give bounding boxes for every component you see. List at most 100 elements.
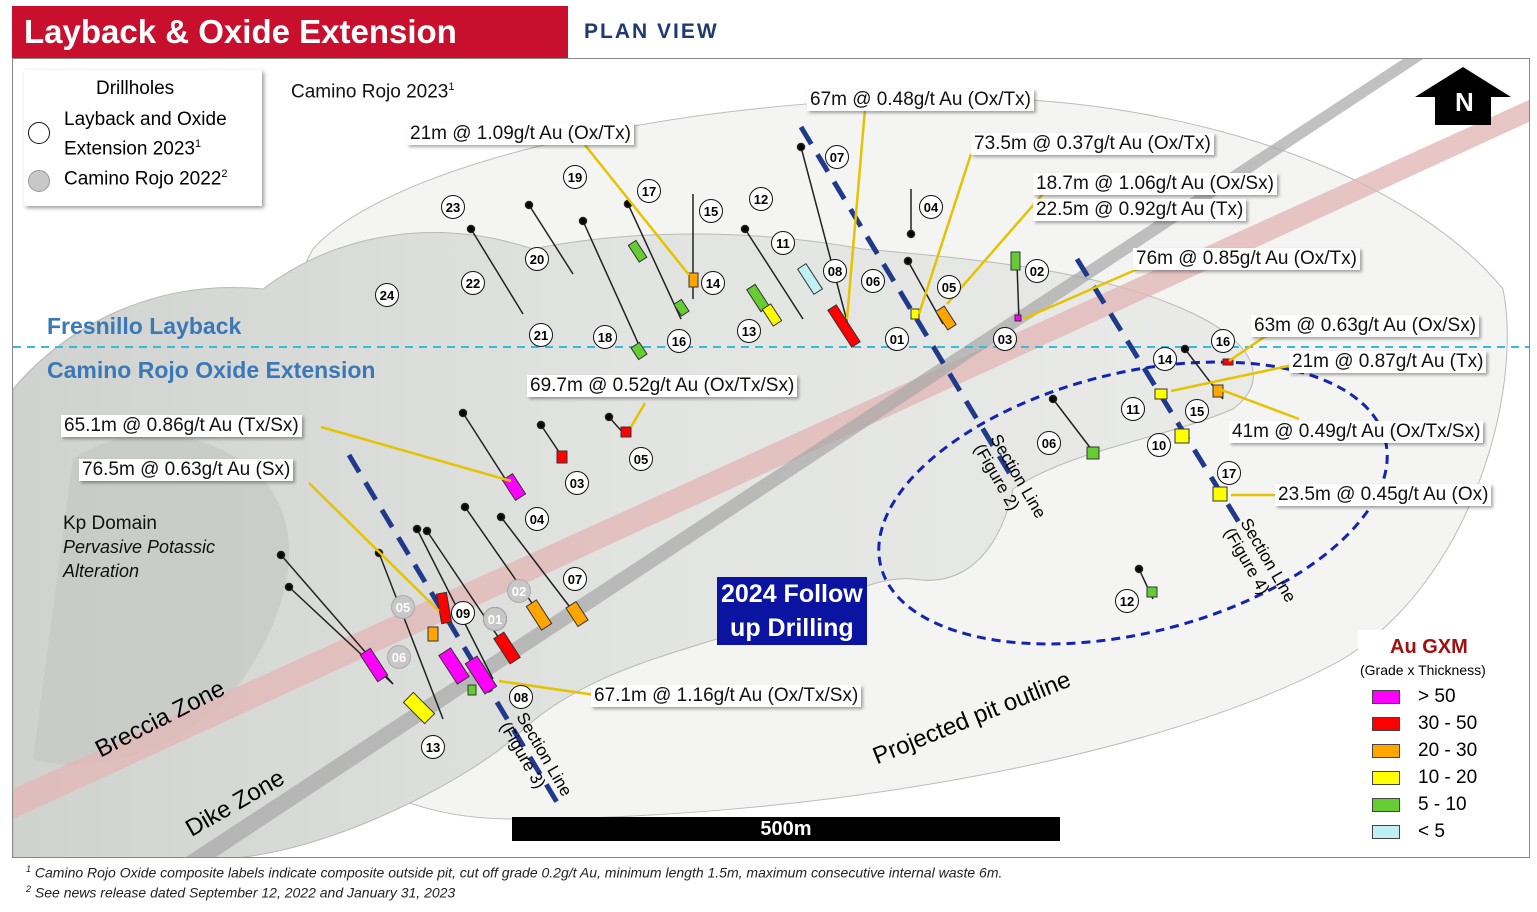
open-circle-icon: [28, 122, 50, 144]
hole-23: 23: [441, 195, 465, 219]
hole-03-south: 03: [565, 471, 589, 495]
hole-08: 08: [823, 259, 847, 283]
drillhole-legend: Drillholes Layback and Oxide Extension 2…: [24, 70, 262, 206]
north-arrow-icon: [1415, 67, 1511, 125]
hole-08-south: 08: [509, 685, 533, 709]
callout-14: 67.1m @ 1.16g/t Au (Ox/Tx/Sx): [591, 685, 862, 707]
drill-traces: [276, 142, 1224, 720]
gxm-label: 5 - 10: [1418, 794, 1467, 815]
hole-06-east: 06: [1037, 431, 1061, 455]
hole-11: 11: [771, 231, 795, 255]
footnote-2: 2 See news release dated September 12, 2…: [26, 884, 456, 901]
map-title: Layback & Oxide Extension: [12, 6, 568, 58]
gxm-label: 20 - 30: [1418, 740, 1478, 761]
legend-title: Drillholes: [96, 78, 175, 99]
hole-15-east: 15: [1185, 399, 1209, 423]
callout-2: 21m @ 1.09g/t Au (Ox/Tx): [407, 123, 634, 145]
callout-7: 63m @ 0.63g/t Au (Ox/Sx): [1251, 315, 1480, 337]
hole-11-east: 11: [1121, 397, 1145, 421]
hole-06: 06: [861, 269, 885, 293]
hole-17: 17: [637, 179, 661, 203]
hole-2022-01: 01: [483, 607, 507, 631]
gxm-swatch: [1372, 690, 1400, 704]
gxm-swatch: [1372, 771, 1400, 785]
map-canvas: [13, 59, 1529, 857]
hole-18: 18: [593, 325, 617, 349]
kp-desc-line1: Pervasive Potassic: [63, 537, 216, 557]
hole-24: 24: [375, 283, 399, 307]
legend-item-2022: Camino Rojo 20222: [64, 168, 228, 190]
hole-03: 03: [993, 327, 1017, 351]
kp-domain-label: Kp Domain: [63, 513, 157, 534]
kp-desc-line2: Alteration: [63, 561, 140, 581]
callout-4: 18.7m @ 1.06g/t Au (Ox/Sx): [1033, 173, 1277, 195]
hole-09-south: 09: [451, 601, 475, 625]
gxm-label: 10 - 20: [1418, 767, 1478, 788]
hole-12: 12: [749, 187, 773, 211]
hole-16: 16: [667, 329, 691, 353]
callout-10: 23.5m @ 0.45g/t Au (Ox): [1275, 484, 1492, 506]
callout-13: 76.5m @ 0.63g/t Au (Sx): [79, 459, 294, 481]
hole-04: 04: [919, 195, 943, 219]
oxide-extension-label: Camino Rojo Oxide Extension: [47, 357, 376, 383]
section-line-figure-3: [346, 453, 564, 811]
fresnillo-layback-label: Fresnillo Layback: [47, 313, 242, 339]
hole-05: 05: [937, 275, 961, 299]
callout-3: 73.5m @ 0.37g/t Au (Ox/Tx): [971, 133, 1214, 155]
hole-12-east: 12: [1115, 589, 1139, 613]
callout-11: 69.7m @ 0.52g/t Au (Ox/Tx/Sx): [527, 375, 798, 397]
hole-13: 13: [737, 319, 761, 343]
callout-6: 76m @ 0.85g/t Au (Ox/Tx): [1133, 248, 1360, 270]
callout-leaders: [308, 108, 1300, 697]
hole-2022-06: 06: [387, 645, 411, 669]
breccia-zone-band: [13, 99, 1529, 819]
hole-21: 21: [529, 323, 553, 347]
callout-9: 41m @ 0.49g/t Au (Ox/Tx/Sx): [1229, 421, 1484, 443]
camino-rojo-2023-label: Camino Rojo 20231: [291, 81, 455, 103]
callout-5: 22.5m @ 0.92g/t Au (Tx): [1033, 199, 1247, 221]
hole-2022-02: 02: [507, 579, 531, 603]
gxm-legend-subtitle: (Grade x Thickness): [1360, 662, 1486, 678]
hole-07-south: 07: [563, 567, 587, 591]
section-line-figure-4: [1074, 257, 1246, 531]
hole-2022-05: 05: [391, 595, 415, 619]
plan-view-subtitle: PLAN VIEW: [584, 20, 719, 43]
gxm-swatch: [1372, 744, 1400, 758]
north-label: N: [1455, 87, 1474, 117]
hole-20: 20: [525, 247, 549, 271]
hole-07: 07: [825, 145, 849, 169]
hole-22: 22: [461, 271, 485, 295]
hole-01: 01: [885, 327, 909, 351]
callout-1: 67m @ 0.48g/t Au (Ox/Tx): [807, 89, 1034, 111]
gxm-swatch: [1372, 798, 1400, 812]
gxm-legend-title: Au GXM: [1390, 636, 1468, 658]
au-gxm-legend: Au GXM (Grade x Thickness) > 50 30 - 50 20…: [1358, 630, 1510, 848]
grey-circle-icon: [28, 170, 50, 192]
scale-bar: 500m: [512, 817, 1060, 841]
follow-up-drilling-label: 2024 Follow up Drilling: [717, 577, 867, 645]
callout-12: 65.1m @ 0.86g/t Au (Tx/Sx): [61, 415, 302, 437]
hole-15: 15: [699, 199, 723, 223]
hole-13-south: 13: [421, 735, 445, 759]
hole-14: 14: [701, 271, 725, 295]
hole-10-east: 10: [1147, 433, 1171, 457]
hole-19: 19: [563, 165, 587, 189]
map-area: N Camino Rojo 20231 Fresnillo Layback Ca…: [12, 58, 1530, 858]
gxm-swatch: [1372, 717, 1400, 731]
hole-14-east: 14: [1153, 347, 1177, 371]
hole-16-east: 16: [1211, 329, 1235, 353]
section-line-figure-2: [798, 125, 1016, 481]
callout-8: 21m @ 0.87g/t Au (Tx): [1289, 351, 1487, 373]
gxm-label: > 50: [1418, 686, 1456, 707]
hole-17-east: 17: [1217, 461, 1241, 485]
hole-05-south: 05: [629, 447, 653, 471]
gxm-label: < 5: [1418, 821, 1445, 842]
terrain-shadow: [33, 434, 290, 766]
gxm-label: 30 - 50: [1418, 713, 1478, 734]
footnote-1: 1 Camino Rojo Oxide composite labels ind…: [26, 864, 1003, 881]
hole-04-south: 04: [525, 507, 549, 531]
hole-02: 02: [1025, 259, 1049, 283]
legend-item-2023: Layback and Oxide Extension 20231: [64, 109, 227, 160]
gxm-swatch: [1372, 825, 1400, 839]
dike-zone-band: [186, 59, 1423, 857]
